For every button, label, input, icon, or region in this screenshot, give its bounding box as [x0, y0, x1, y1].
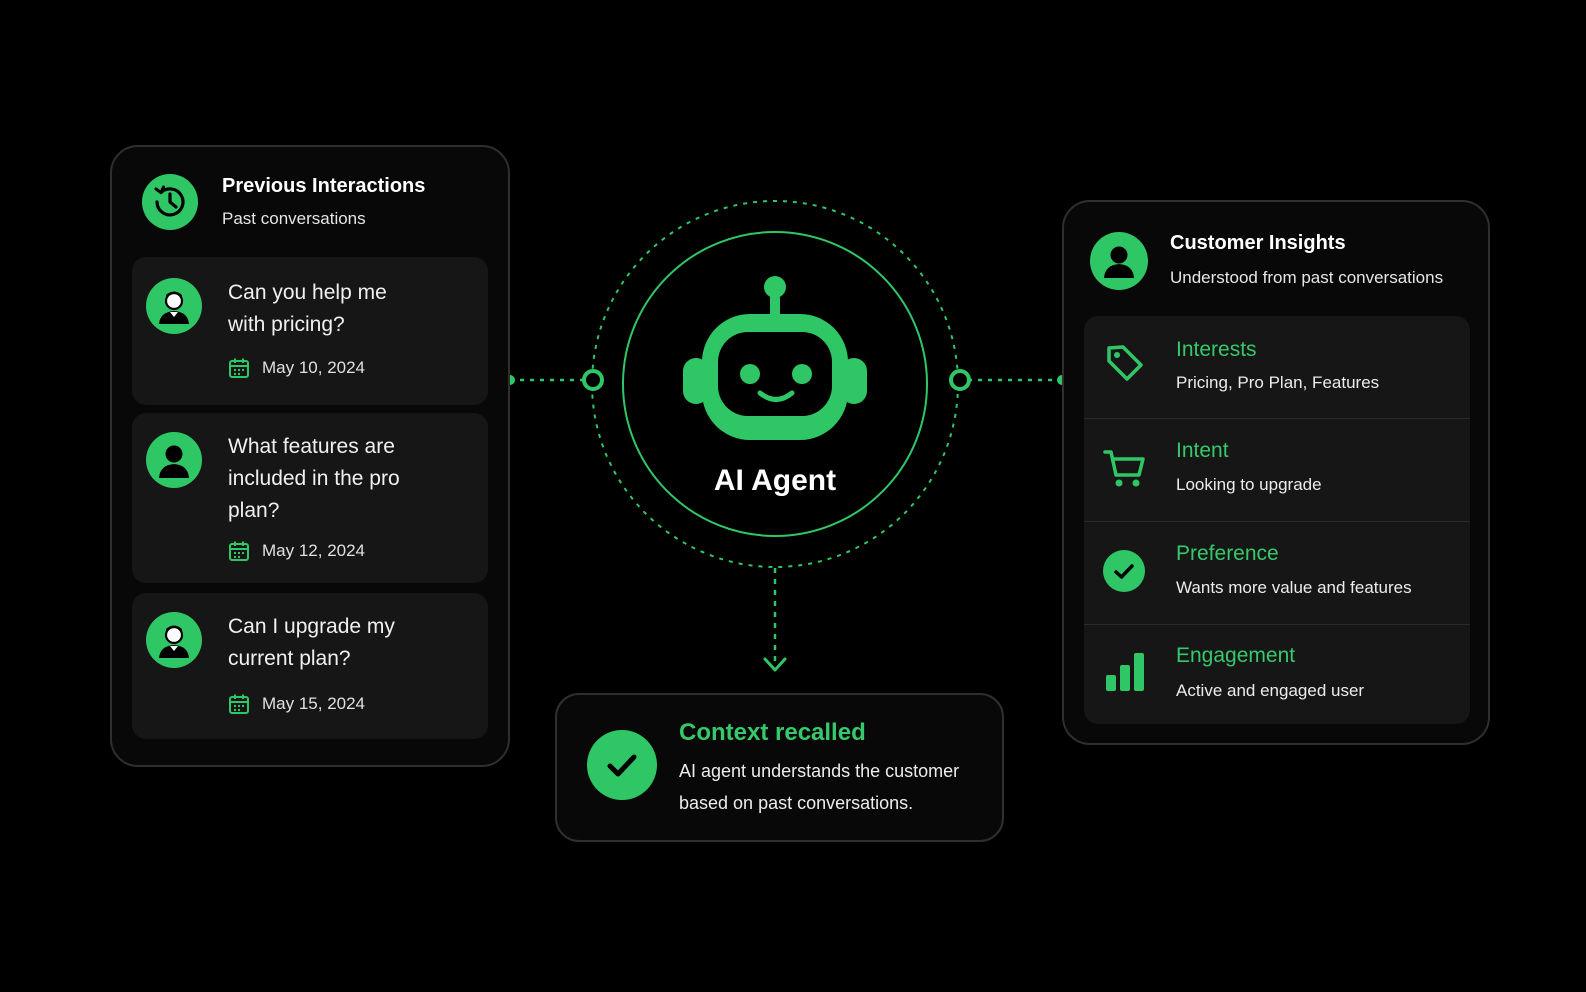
conversation-date: May 12, 2024 — [262, 541, 366, 560]
down-arrow-head — [763, 657, 787, 672]
user-avatar-icon — [146, 612, 202, 668]
result-line-2: based on past conversations. — [679, 793, 914, 813]
insight-value: Looking to upgrade — [1176, 475, 1322, 494]
calendar-icon — [229, 694, 249, 714]
insight-value: Active and engaged user — [1176, 681, 1365, 700]
result-line-1: AI agent understands the customer — [679, 761, 960, 781]
conversation-question: Can I upgrade my current plan? — [228, 615, 395, 670]
right-panel-title: Customer Insights — [1170, 232, 1346, 254]
insight-title: Preference — [1176, 542, 1279, 565]
insight-item[interactable]: Preference Wants more value and features — [1084, 522, 1470, 624]
context-recalled-box: Context recalled AI agent understands th… — [555, 693, 1004, 842]
bar-chart-icon — [1106, 653, 1144, 691]
customer-insights-panel: Customer Insights Understood from past c… — [1062, 200, 1490, 745]
left-panel-title: Previous Interactions — [222, 175, 426, 197]
ai-agent-label: AI Agent — [713, 464, 837, 497]
tag-icon — [1107, 345, 1143, 381]
calendar-icon — [229, 541, 249, 561]
insight-title: Interests — [1176, 338, 1257, 361]
insight-value: Pricing, Pro Plan, Features — [1176, 373, 1380, 392]
right-panel-subtitle: Understood from past conversations — [1170, 268, 1444, 287]
user-avatar-icon — [146, 278, 202, 334]
insight-divider — [1084, 624, 1470, 625]
cart-icon — [1103, 450, 1145, 487]
insight-item[interactable]: Engagement Active and engaged user — [1084, 625, 1470, 724]
insight-title: Engagement — [1176, 644, 1296, 667]
insight-divider — [1084, 521, 1470, 522]
left-connector-node — [582, 369, 604, 391]
conversation-card[interactable]: Can I upgrade my current plan? May 15, 2… — [132, 593, 488, 739]
insight-divider — [1084, 418, 1470, 419]
result-title: Context recalled — [679, 719, 866, 746]
left-panel-subtitle: Past conversations — [222, 209, 366, 228]
conversation-card[interactable]: Can you help me with pricing? May 10, 20… — [132, 257, 488, 405]
insight-value: Wants more value and features — [1176, 578, 1412, 597]
conversation-date: May 15, 2024 — [262, 694, 366, 713]
check-circle-icon — [1103, 550, 1145, 592]
right-connector-node — [949, 369, 971, 391]
previous-interactions-panel: Previous Interactions Past conversations… — [110, 145, 510, 767]
history-clock-icon — [142, 174, 198, 230]
conversation-date: May 10, 2024 — [262, 358, 366, 377]
check-circle-icon — [587, 730, 657, 800]
calendar-icon — [229, 358, 249, 378]
insight-item[interactable]: Interests Pricing, Pro Plan, Features — [1084, 316, 1470, 418]
insight-title: Intent — [1176, 439, 1229, 462]
conversation-question: Can you help me with pricing? — [228, 281, 387, 336]
conversation-question: What features are included in the pro pl… — [228, 435, 400, 522]
insight-item[interactable]: Intent Looking to upgrade — [1084, 419, 1470, 521]
user-avatar-icon — [146, 432, 202, 488]
user-icon — [1090, 232, 1148, 290]
conversation-card[interactable]: What features are included in the pro pl… — [132, 413, 488, 583]
insights-list: Interests Pricing, Pro Plan, Features In… — [1084, 316, 1470, 724]
robot-icon — [683, 276, 867, 440]
